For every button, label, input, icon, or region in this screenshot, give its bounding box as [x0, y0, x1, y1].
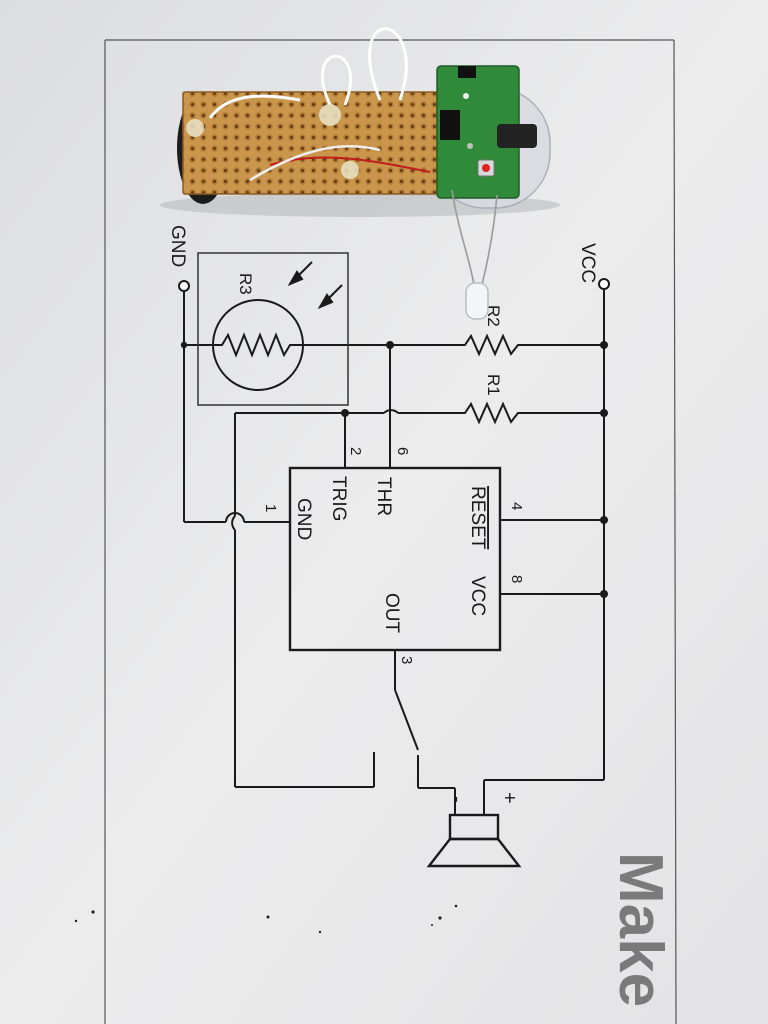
pin-2-label: 2 [347, 447, 364, 455]
gnd-label: GND [167, 225, 188, 267]
vcc-pin-label: VCC [467, 576, 488, 616]
gnd-pin-label: GND [293, 498, 314, 540]
trig-label: TRIG [328, 476, 349, 521]
speaker [426, 813, 522, 868]
out-label: OUT [381, 593, 402, 634]
r3-zigzag [215, 332, 302, 358]
gnd-terminal [178, 280, 190, 292]
pin-6-label: 6 [394, 447, 411, 455]
light-arrows [287, 261, 343, 310]
physical-circuit [160, 27, 560, 320]
r1-label: R1 [484, 374, 503, 396]
photoresistor-body [212, 299, 304, 391]
ic-555-body [288, 466, 502, 652]
brand-partial-text: Make [606, 852, 675, 1007]
r2-label: R2 [484, 305, 503, 327]
r3-label: R3 [236, 273, 255, 295]
schematic-wires [183, 290, 605, 815]
vcc-label: VCC [577, 243, 598, 283]
thr-label: THR [373, 477, 394, 516]
led [465, 282, 489, 320]
junction-dots [180, 341, 608, 598]
r1-zigzag [458, 401, 525, 425]
pin-8-label: 8 [508, 575, 525, 583]
r3-box [197, 252, 349, 406]
pin-3-label: 3 [398, 656, 415, 664]
r2-zigzag [458, 333, 525, 357]
plus-label: + [498, 792, 520, 804]
minus-label: - [446, 796, 468, 803]
reset-label: RESET [467, 486, 488, 550]
pin-4-label: 4 [508, 502, 525, 510]
page-border [104, 39, 677, 1024]
pin-1-label: 1 [262, 504, 279, 512]
vcc-terminal [598, 278, 610, 290]
paper-specks [74, 904, 458, 934]
